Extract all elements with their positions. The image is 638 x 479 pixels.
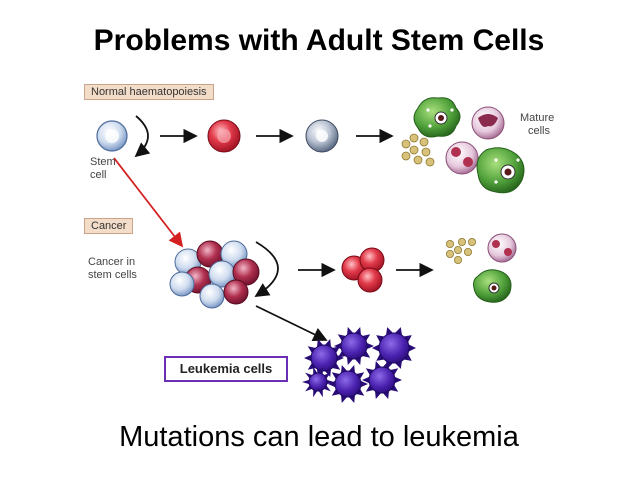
mature-cells-label-line2: cells: [528, 125, 551, 137]
leukemia-cell: [334, 370, 362, 398]
leukemia-cell: [308, 372, 328, 392]
abnormal-mature-cells-icon: [445, 233, 517, 303]
stem-cell-label: Stem cell: [90, 156, 116, 182]
leukemia-cell: [340, 332, 368, 360]
cancer-stem-cells-label: Cancer in stem cells: [88, 256, 137, 282]
progenitor-red-cell-icon: [207, 119, 241, 153]
mutation-arrow: [113, 157, 184, 248]
mature-cells-label-line1: Mature: [520, 112, 555, 124]
stem-cell-icon: [96, 120, 128, 152]
leukemia-cell: [368, 366, 396, 394]
self-renewal-arrow: [134, 115, 151, 158]
stem-cell-label-line2: cell: [90, 169, 107, 181]
leukemia-cells-icon: [302, 327, 416, 403]
cancer-stem-cells-label-line2: stem cells: [88, 269, 137, 281]
cancer-stem-cell-cluster-icon: [169, 240, 260, 309]
progenitor-grey-cell-icon: [305, 119, 339, 153]
slide-title: Problems with Adult Stem Cells: [93, 24, 545, 57]
cancer-stem-cells-label-line1: Cancer in: [88, 256, 136, 268]
stem-cell-label-line1: Stem: [90, 156, 116, 168]
mature-cells-icon: [401, 97, 525, 194]
leukemia-cells-label: Leukemia cells: [164, 356, 288, 382]
slide-caption: Mutations can lead to leukemia: [119, 421, 519, 453]
normal-haematopoiesis-label: Normal haematopoiesis: [84, 84, 214, 100]
leukemia-cell: [378, 332, 410, 364]
leukemia-cell: [310, 344, 338, 372]
cancer-self-renewal-arrow: [254, 241, 279, 297]
mature-cells-label: Mature cells: [520, 112, 554, 138]
red-cell-pair-icon: [341, 247, 385, 293]
arrow-to-leukemia: [255, 305, 328, 341]
cancer-label: Cancer: [84, 218, 134, 234]
